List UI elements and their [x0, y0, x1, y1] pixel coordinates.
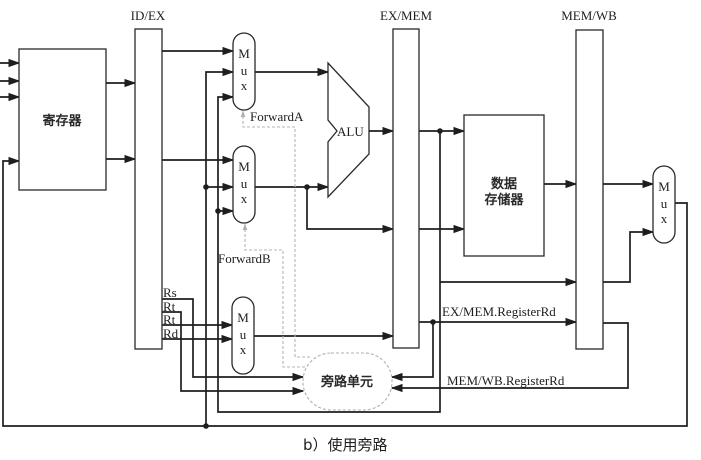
mux-b-body	[232, 145, 256, 224]
rs-label: Rs	[163, 285, 177, 300]
forward-a-control-line	[240, 110, 310, 358]
id-ex-register	[134, 28, 163, 350]
ex-mem-register-rd-label: EX/MEM.RegisterRd	[442, 304, 556, 319]
mem-wb-to-wb-mux-wire-2	[603, 227, 655, 283]
junction-dot	[215, 208, 221, 214]
data-memory-label-line2: 存储器	[484, 192, 524, 208]
ex-mem-label: EX/MEM	[380, 8, 432, 23]
forward-b-label: ForwardB	[218, 251, 271, 266]
mux-b: M u x	[232, 145, 256, 224]
rd-label: Rd	[163, 326, 179, 341]
mux-letter: M	[658, 179, 670, 194]
forwarding-unit-block	[302, 352, 393, 411]
junction-dot	[203, 423, 209, 429]
rt-to-bypass-wire	[162, 311, 305, 396]
mem-wb-label: MEM/WB	[561, 8, 617, 23]
mux-letter: x	[240, 342, 247, 357]
data-memory-block	[463, 114, 545, 257]
mux-c: M u x	[231, 296, 255, 375]
mux-letter: M	[237, 310, 249, 325]
writeback-mux: M u x	[652, 165, 676, 244]
junction-dot	[203, 184, 209, 190]
register-file-label: 寄存器	[42, 113, 82, 129]
mux-letter: u	[241, 176, 248, 191]
mem-forward-to-mux-a-wire	[217, 92, 441, 413]
mux-letter: u	[661, 196, 668, 211]
wires	[0, 46, 688, 427]
forward-a-label: ForwardA	[250, 109, 304, 124]
mux-letter: u	[241, 63, 248, 78]
mux-letter: M	[238, 159, 250, 174]
mux-letter: x	[661, 211, 668, 226]
mux-c-body	[231, 296, 255, 375]
mux-a: M u x	[232, 32, 256, 111]
rt-label-1: Rt	[163, 299, 176, 314]
mem-wb-rd-to-bypass-wire	[390, 322, 629, 393]
mux-a-body	[232, 32, 256, 111]
junction-dot	[437, 128, 443, 134]
figure-caption: b）使用旁路	[303, 436, 388, 454]
ex-mem-register	[392, 28, 420, 349]
junction-dot	[304, 184, 310, 190]
mux-letter: M	[238, 46, 250, 61]
writeback-mux-body	[652, 165, 676, 244]
mem-wb-register-rd-label: MEM/WB.RegisterRd	[447, 373, 565, 388]
junction-dot	[430, 319, 436, 325]
mux-letter: x	[241, 191, 248, 206]
rs-to-bypass-wire	[162, 298, 305, 382]
alu-label: ALU	[337, 124, 364, 139]
forward-b-control-line	[242, 223, 305, 368]
mem-wb-register	[575, 29, 604, 350]
writeback-feedback-wire	[2, 156, 688, 427]
mux-letter: u	[240, 327, 247, 342]
mux-letter: x	[241, 78, 248, 93]
id-ex-label: ID/EX	[131, 8, 166, 23]
alu-block	[327, 61, 370, 199]
data-memory-label-line1: 数据	[491, 176, 517, 192]
register-file-block	[18, 48, 107, 191]
ex-mem-rd-to-bypass-wire	[390, 322, 434, 382]
forwarding-unit-label: 旁路单元	[320, 374, 373, 390]
rt-label-2: Rt	[163, 312, 176, 327]
store-data-wire	[306, 187, 395, 234]
wb-forward-to-mux-a-wire	[205, 67, 235, 426]
junction-dots	[203, 128, 443, 429]
